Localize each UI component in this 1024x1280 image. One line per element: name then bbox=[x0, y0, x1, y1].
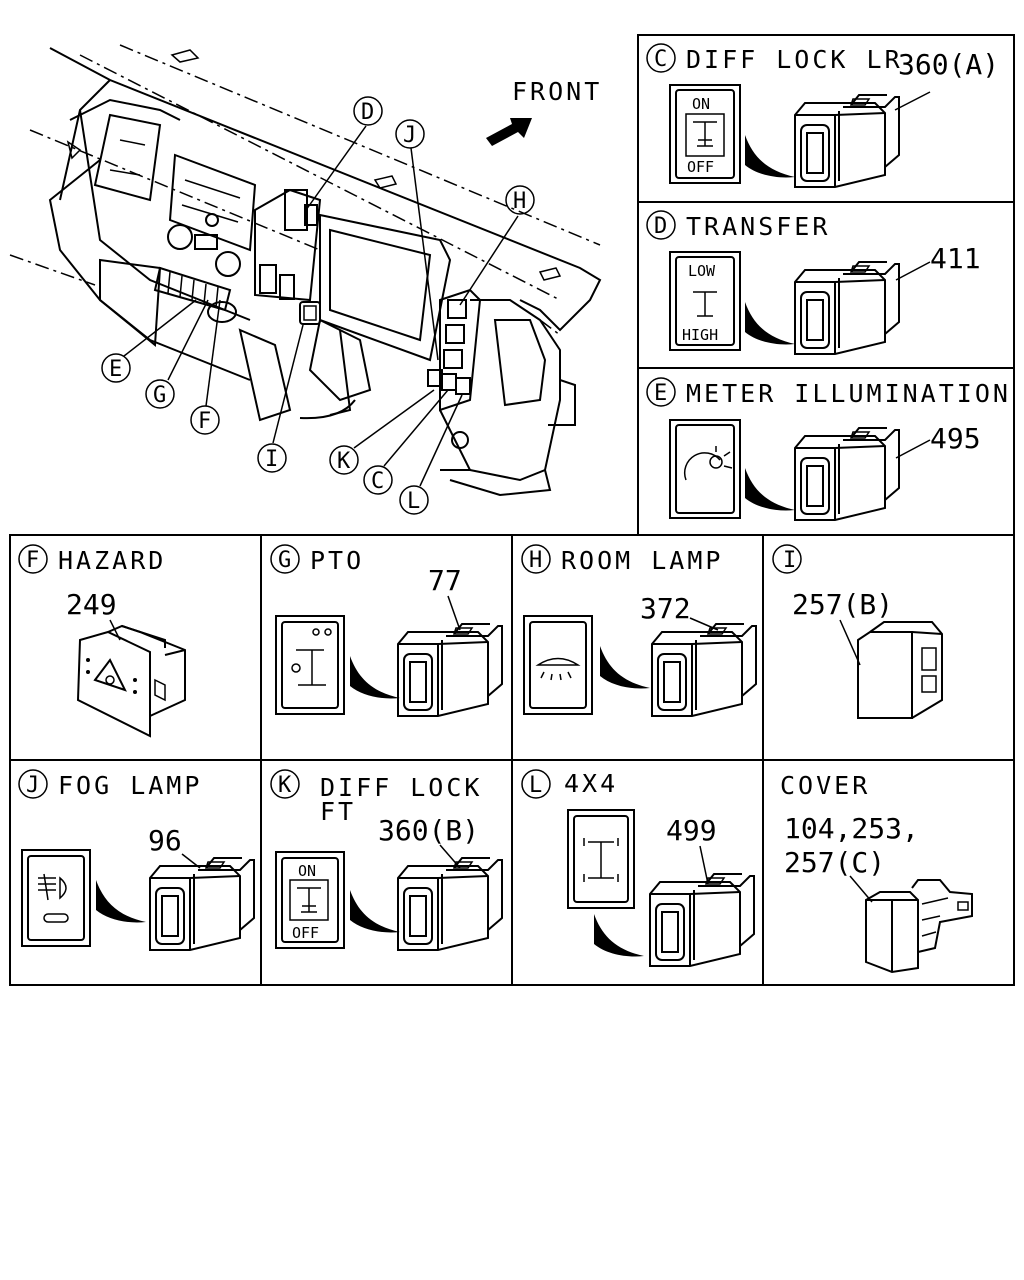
svg-text:K: K bbox=[337, 449, 351, 474]
svg-text:METER ILLUMINATION: METER ILLUMINATION bbox=[686, 379, 1011, 408]
svg-text:ON: ON bbox=[298, 862, 316, 880]
svg-text:F: F bbox=[198, 409, 211, 434]
callout-h: H bbox=[505, 185, 535, 215]
svg-text:E: E bbox=[109, 357, 122, 382]
panel-d-transfer: D TRANSFER 411 LOW HIGH bbox=[646, 210, 981, 355]
svg-text:FT: FT bbox=[320, 797, 356, 826]
panel-c-diff-lock-lr: C DIFF LOCK LR 360(A) ON OFF bbox=[646, 43, 999, 188]
callout-e: E bbox=[101, 353, 131, 383]
panel-e-meter-illumination: E METER ILLUMINATION 495 bbox=[646, 377, 1011, 521]
svg-text:257(B): 257(B) bbox=[792, 588, 893, 621]
svg-text:257(C): 257(C) bbox=[784, 846, 885, 879]
svg-text:495: 495 bbox=[930, 422, 981, 455]
svg-text:H: H bbox=[529, 548, 542, 573]
svg-text:E: E bbox=[654, 381, 667, 406]
svg-text:L: L bbox=[529, 773, 542, 798]
svg-text:DIFF LOCK LR: DIFF LOCK LR bbox=[686, 45, 903, 74]
svg-text:C: C bbox=[654, 47, 667, 72]
svg-text:H: H bbox=[513, 189, 526, 214]
panel-cover: COVER 104,253, 257(C) bbox=[780, 771, 973, 974]
panel-l-4x4: L 4X4 499 bbox=[521, 769, 755, 967]
svg-text:411: 411 bbox=[930, 242, 981, 275]
svg-text:104,253,: 104,253, bbox=[784, 812, 919, 845]
svg-text:G: G bbox=[278, 548, 291, 573]
callout-k: K bbox=[329, 445, 359, 475]
callout-leaders bbox=[123, 125, 519, 487]
callout-j: J bbox=[395, 119, 425, 149]
svg-text:F: F bbox=[26, 548, 39, 573]
svg-text:TRANSFER: TRANSFER bbox=[686, 212, 830, 241]
callout-c: C bbox=[363, 465, 393, 495]
svg-text:I: I bbox=[265, 447, 278, 472]
svg-text:J: J bbox=[403, 123, 416, 148]
front-arrow-icon bbox=[486, 118, 532, 146]
panel-j-fog-lamp: J FOG LAMP 96 bbox=[18, 769, 255, 951]
callout-i: I bbox=[257, 443, 287, 473]
svg-text:249: 249 bbox=[66, 588, 117, 621]
callout-g: G bbox=[145, 379, 175, 409]
svg-text:FOG LAMP: FOG LAMP bbox=[58, 771, 202, 800]
svg-text:DIFF LOCK: DIFF LOCK bbox=[320, 773, 482, 802]
svg-text:372: 372 bbox=[640, 592, 691, 625]
svg-text:D: D bbox=[654, 214, 667, 239]
panel-h-room-lamp: H ROOM LAMP 372 bbox=[521, 544, 757, 717]
panel-i-blank: I 257(B) bbox=[772, 544, 943, 719]
svg-text:ROOM LAMP: ROOM LAMP bbox=[561, 546, 723, 575]
svg-text:ON: ON bbox=[692, 95, 710, 113]
svg-text:499: 499 bbox=[666, 814, 717, 847]
front-label: FRONT bbox=[512, 77, 602, 106]
svg-text:HAZARD: HAZARD bbox=[58, 546, 166, 575]
svg-text:D: D bbox=[361, 100, 374, 125]
svg-text:360(B): 360(B) bbox=[378, 814, 479, 847]
svg-text:OFF: OFF bbox=[292, 924, 319, 942]
dashboard-overview bbox=[9, 44, 602, 497]
callout-d: D bbox=[353, 96, 383, 126]
callout-l: L bbox=[399, 485, 429, 515]
svg-text:PTO: PTO bbox=[310, 546, 364, 575]
svg-text:J: J bbox=[26, 773, 39, 798]
svg-text:G: G bbox=[153, 383, 166, 408]
panel-k-diff-lock-ft: K DIFF LOCK FT 360(B) ON OFF bbox=[270, 769, 503, 951]
panel-g-pto: G PTO 77 bbox=[270, 544, 503, 717]
svg-text:360(A): 360(A) bbox=[898, 48, 999, 81]
svg-text:C: C bbox=[371, 469, 384, 494]
svg-text:96: 96 bbox=[148, 824, 182, 857]
svg-text:COVER: COVER bbox=[780, 771, 870, 800]
svg-text:LOW: LOW bbox=[688, 262, 716, 280]
svg-text:HIGH: HIGH bbox=[682, 326, 718, 344]
svg-text:I: I bbox=[783, 548, 796, 573]
callout-f: F bbox=[190, 405, 220, 435]
svg-text:77: 77 bbox=[428, 564, 462, 597]
svg-text:K: K bbox=[278, 773, 292, 798]
svg-text:OFF: OFF bbox=[687, 158, 714, 176]
svg-text:L: L bbox=[407, 489, 420, 514]
svg-text:4X4: 4X4 bbox=[564, 769, 618, 798]
panel-f-hazard: F HAZARD 249 bbox=[18, 544, 186, 738]
